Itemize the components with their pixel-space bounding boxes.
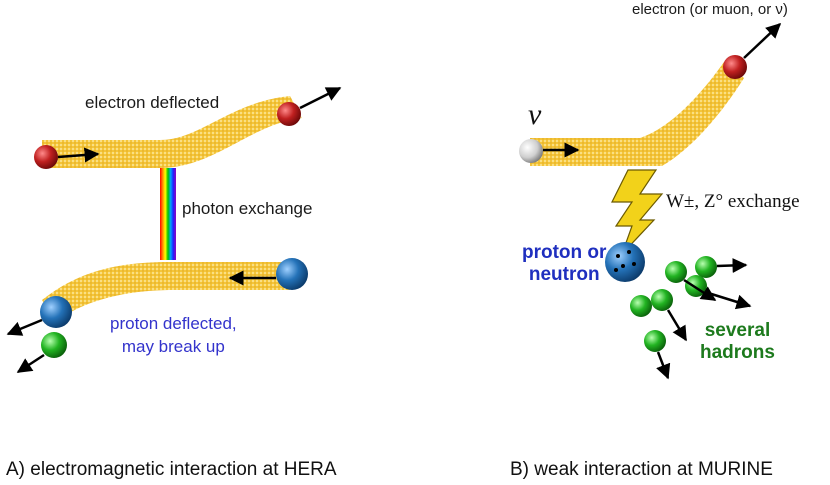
incoming-neutrino-symbol: ν xyxy=(528,98,542,131)
proton-track-band xyxy=(42,262,290,322)
several-hadrons-line2: hadrons xyxy=(700,341,775,363)
outgoing-lepton-arrow xyxy=(743,22,782,59)
panel-a xyxy=(6,86,342,374)
caption-panel-a: A) electromagnetic interaction at HERA xyxy=(6,459,337,480)
hadron-ball xyxy=(695,256,717,278)
neutrino-ball xyxy=(519,139,543,163)
hadron-shower xyxy=(630,256,752,380)
proton-deflected-label: proton deflected, may break up xyxy=(110,315,237,355)
quark-dots xyxy=(614,250,636,272)
photon-exchange-bar xyxy=(160,168,176,260)
electron-outgoing-arrow xyxy=(299,86,342,110)
hadron-arrow xyxy=(666,309,688,342)
proton-incoming-ball xyxy=(276,258,308,290)
panel-b xyxy=(519,22,782,380)
several-hadrons-line1: several xyxy=(704,320,771,341)
w-z-exchange-label: W±, Z° exchange xyxy=(666,191,800,212)
hadron-ball xyxy=(644,330,666,352)
hadron-arrow xyxy=(716,257,748,273)
hadron-arrow xyxy=(656,351,671,380)
several-hadrons-label: several hadrons xyxy=(700,320,775,364)
hadron-arrow xyxy=(704,290,752,310)
proton-deflected-line1: proton deflected, xyxy=(110,314,237,333)
lightning-bolt-icon xyxy=(611,169,664,255)
electron-deflected-label: electron deflected xyxy=(85,93,220,112)
proton-outgoing-ball xyxy=(40,296,72,328)
hadron-ball xyxy=(630,295,652,317)
nucleon-ball xyxy=(605,242,645,282)
outgoing-lepton-label: electron (or muon, or ν) xyxy=(632,1,788,18)
lepton-track-band xyxy=(530,62,744,166)
fragment-hadron-ball xyxy=(41,332,67,358)
proton-outgoing-arrow xyxy=(6,318,43,336)
photon-exchange-label: photon exchange xyxy=(182,199,313,218)
electron-incoming-arrow xyxy=(57,147,100,163)
fragment-hadron-arrow xyxy=(16,353,45,374)
electron-incoming-ball xyxy=(34,145,58,169)
target-nucleon-line1: proton or xyxy=(522,242,607,263)
electron-outgoing-ball xyxy=(277,102,301,126)
target-nucleon-line2: neutron xyxy=(528,263,600,285)
caption-panel-b: B) weak interaction at MURINE xyxy=(510,459,773,480)
target-nucleon-label: proton or neutron xyxy=(522,242,606,286)
hadron-ball xyxy=(665,261,687,283)
electron-track-band xyxy=(42,96,302,168)
proton-deflected-line2: may break up xyxy=(121,337,225,356)
outgoing-lepton-ball xyxy=(723,55,747,79)
hadron-ball xyxy=(651,289,673,311)
hadron-arrow xyxy=(683,278,717,302)
